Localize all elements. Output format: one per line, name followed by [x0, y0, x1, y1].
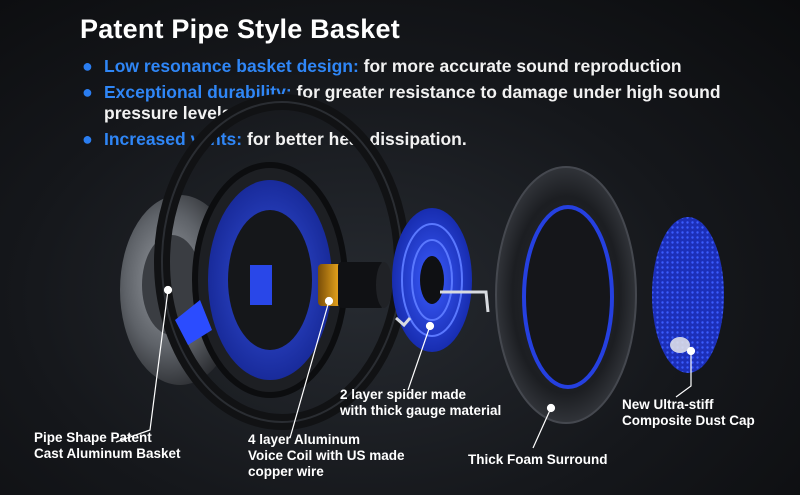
feature-text: for more accurate sound reproduction [358, 56, 682, 76]
label-dust-cap: New Ultra-stiff Composite Dust Cap [622, 397, 755, 428]
bullet-dot-icon: ● [82, 82, 93, 102]
callout-surround [532, 407, 552, 449]
callout-lines [115, 285, 696, 449]
callout-coil [289, 300, 330, 439]
feature-highlight: Low resonance basket design: [104, 56, 359, 76]
aluminum-basket [120, 94, 410, 430]
bullet-dot-icon: ● [82, 129, 93, 149]
foam-surround [495, 166, 637, 424]
label-spider: 2 layer spider made with thick gauge mat… [340, 387, 502, 418]
label-basket: Pipe Shape Patent Cast Aluminum Basket [34, 430, 181, 461]
page-title: Patent Pipe Style Basket [80, 14, 400, 44]
bullet-dot-icon: ● [82, 56, 93, 76]
callout-dot-basket [163, 285, 173, 295]
label-surround: Thick Foam Surround [468, 452, 608, 467]
callout-dot-surround [546, 403, 556, 413]
callout-spider [407, 325, 431, 391]
feature-item: ● Low resonance basket design: for more … [80, 56, 760, 77]
feature-text: for greater resistance to damage under h… [104, 82, 721, 123]
feature-highlight: Exceptional durability: [104, 82, 292, 102]
callout-dot-spider [425, 321, 435, 331]
label-voice-coil: 4 layer Aluminum Voice Coil with US made… [248, 432, 405, 479]
callout-dot-coil [324, 296, 334, 306]
feature-item: ● Exceptional durability: for greater re… [80, 82, 760, 124]
dust-cap [652, 217, 724, 373]
callout-basket [115, 289, 169, 443]
voice-coil [318, 262, 392, 308]
callout-dot-cap [686, 346, 696, 356]
spider [392, 208, 490, 352]
callout-cap [675, 351, 692, 398]
